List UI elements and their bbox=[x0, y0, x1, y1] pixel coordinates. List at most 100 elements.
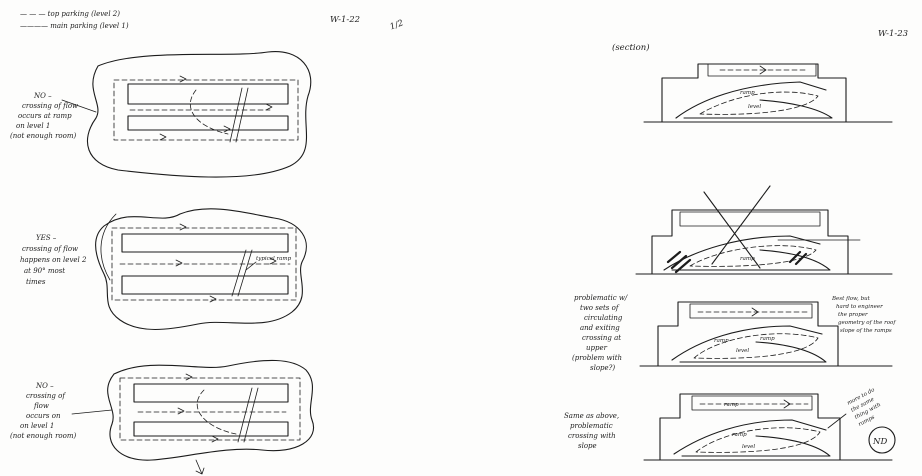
plan-2-boundary bbox=[96, 209, 307, 330]
section-3-note-right-5: slope of the ramps bbox=[840, 328, 892, 334]
plan-3-note-line-1: NO – bbox=[35, 382, 54, 390]
section-4-top-deck bbox=[692, 396, 812, 410]
section-3-note-left-2: two sets of bbox=[580, 304, 620, 312]
plan-2-ramp-label: typical ramp bbox=[256, 256, 292, 262]
section-2-label-ramp: ramp bbox=[740, 256, 755, 262]
plan-2-ramp bbox=[232, 250, 252, 296]
plan-1-arrow-c bbox=[266, 104, 272, 110]
section-2: ramp bbox=[636, 186, 892, 274]
section-3-note-left: problematic w/ two sets of circulating a… bbox=[572, 294, 628, 372]
section-3-top-deck bbox=[690, 304, 812, 318]
section-4-note-left-1: Same as above, bbox=[564, 412, 619, 420]
section-3-note-left-6: upper bbox=[586, 344, 608, 352]
legend-solid-label: ———— main parking (level 1) bbox=[20, 22, 129, 30]
plan-3-pointer bbox=[72, 410, 112, 414]
section-4-note-pointer bbox=[828, 414, 846, 428]
section-3-note-left-4: and exiting bbox=[580, 324, 620, 332]
nd-stamp-text: ND bbox=[872, 437, 887, 447]
plan-2-arrow-b bbox=[176, 260, 182, 266]
plan-3-top-loop bbox=[120, 378, 300, 440]
plan-1-note-line-4: on level 1 bbox=[16, 122, 50, 130]
section-3-note-left-3: circulating bbox=[584, 314, 623, 322]
section-2-hatch-left bbox=[668, 252, 690, 272]
section-3-note-right-4: geometry of the roof bbox=[838, 320, 896, 326]
plan-1-arrow-b bbox=[160, 134, 166, 140]
plan-2-arrow-c bbox=[210, 296, 216, 302]
plan-3-note-line-2: crossing of bbox=[26, 392, 66, 400]
section-3-note-right: Best flow, but hard to engineer the prop… bbox=[831, 296, 896, 334]
plan-option-1: NO – crossing of flow occurs at ramp on … bbox=[10, 52, 311, 178]
plan-3-arrow-a bbox=[186, 374, 192, 380]
section-3-flow-loop bbox=[694, 334, 818, 359]
plan-2-lower-deck bbox=[122, 276, 288, 294]
section-3-label-level: level bbox=[736, 348, 749, 354]
section-3-ramp-top bbox=[672, 326, 822, 360]
right-date-label: W-1-23 bbox=[878, 29, 908, 39]
section-4-note-left-4: slope bbox=[578, 442, 597, 450]
plan-1-crossing bbox=[190, 90, 228, 134]
plan-2-note: YES – crossing of flow happens on level … bbox=[20, 234, 87, 286]
left-date-label: W-1-22 bbox=[330, 15, 360, 25]
nd-stamp: ND bbox=[869, 427, 895, 453]
section-3-note-left-1: problematic w/ bbox=[574, 294, 628, 302]
section-3-label-ramp-a: ramp bbox=[714, 338, 729, 344]
section-4-note-left: Same as above, problematic crossing with… bbox=[564, 412, 619, 450]
plan-3-note: NO – crossing of flow occurs on on level… bbox=[10, 382, 76, 440]
section-4-note-right: more to do the same thing with ramps bbox=[846, 387, 887, 428]
section-1-label-ramp: ramp bbox=[740, 90, 755, 96]
plan-1-lower-deck bbox=[128, 116, 288, 130]
section-3-note-right-2: hard to engineer bbox=[836, 304, 883, 310]
plan-1-note-line-1: NO – bbox=[33, 92, 52, 100]
plan-option-3: NO – crossing of flow occurs on on level… bbox=[10, 360, 314, 474]
plan-2-upper-deck bbox=[122, 234, 288, 252]
section-header-label: (section) bbox=[612, 42, 650, 53]
section-4-label-ramp-b: ramp bbox=[732, 432, 747, 438]
plan-2-note-line-1: YES – bbox=[36, 234, 57, 242]
plan-3-note-line-5: on level 1 bbox=[20, 422, 54, 430]
plan-1-upper-deck bbox=[128, 84, 288, 104]
section-3-note-right-3: the proper bbox=[838, 312, 868, 318]
legend: — — — top parking (level 2) ———— main pa… bbox=[20, 10, 129, 30]
plan-3-arrow-b bbox=[178, 408, 184, 414]
section-1: ramp level bbox=[644, 64, 892, 122]
plan-1-note-line-3: occurs at ramp bbox=[18, 112, 72, 120]
section-2-cross-out-b bbox=[712, 186, 770, 264]
left-page-number: 1/2 bbox=[389, 18, 405, 32]
legend-dashed-label: — — — top parking (level 2) bbox=[20, 10, 120, 18]
plan-2-note-line-4: at 90° most bbox=[24, 267, 65, 275]
plan-2-note-line-2: crossing of flow bbox=[22, 245, 78, 253]
plan-3-tail-arrow bbox=[196, 460, 204, 474]
plan-1-boundary bbox=[87, 52, 310, 178]
section-3-note-left-5: crossing at bbox=[582, 334, 621, 342]
section-3-note-left-7: (problem with bbox=[572, 354, 622, 362]
section-1-ramp-top bbox=[676, 82, 826, 118]
section-2-building-outline bbox=[652, 210, 848, 274]
section-4-flow-loop bbox=[696, 428, 820, 453]
section-4-note-left-2: problematic bbox=[570, 422, 613, 430]
plan-3-boundary bbox=[108, 360, 314, 460]
section-3-note-right-1: Best flow, but bbox=[831, 296, 871, 302]
plan-3-note-line-3: flow bbox=[33, 402, 49, 410]
section-1-label-level: level bbox=[748, 104, 761, 110]
plan-1-note-line-2: crossing of flow bbox=[22, 102, 78, 110]
plan-1-note: NO – crossing of flow occurs at ramp on … bbox=[10, 92, 78, 140]
plan-3-upper-deck bbox=[134, 384, 288, 402]
section-4: ramp ramp level Same as above, problemat… bbox=[564, 387, 892, 460]
section-3-note-left-8: slope?) bbox=[590, 364, 615, 372]
plan-3-note-line-6: (not enough room) bbox=[10, 432, 76, 440]
section-2-top-deck bbox=[680, 212, 820, 226]
section-3: ramp level ramp problematic w/ two sets … bbox=[572, 294, 896, 372]
section-4-note-left-3: crossing with bbox=[568, 432, 616, 440]
plan-2-arrow-a bbox=[180, 224, 186, 230]
plan-3-ramp bbox=[238, 388, 258, 442]
plan-option-2: typical ramp YES – crossing of flow happ… bbox=[20, 209, 306, 330]
plan-2-note-line-5: times bbox=[26, 278, 46, 286]
plan-3-arrow-c bbox=[212, 436, 218, 442]
plan-1-ramp bbox=[230, 88, 248, 142]
section-3-label-ramp-b: ramp bbox=[760, 336, 775, 342]
section-4-label-level: level bbox=[742, 444, 755, 450]
plan-3-note-line-4: occurs on bbox=[26, 412, 61, 420]
plan-2-outer-curve bbox=[101, 214, 116, 280]
